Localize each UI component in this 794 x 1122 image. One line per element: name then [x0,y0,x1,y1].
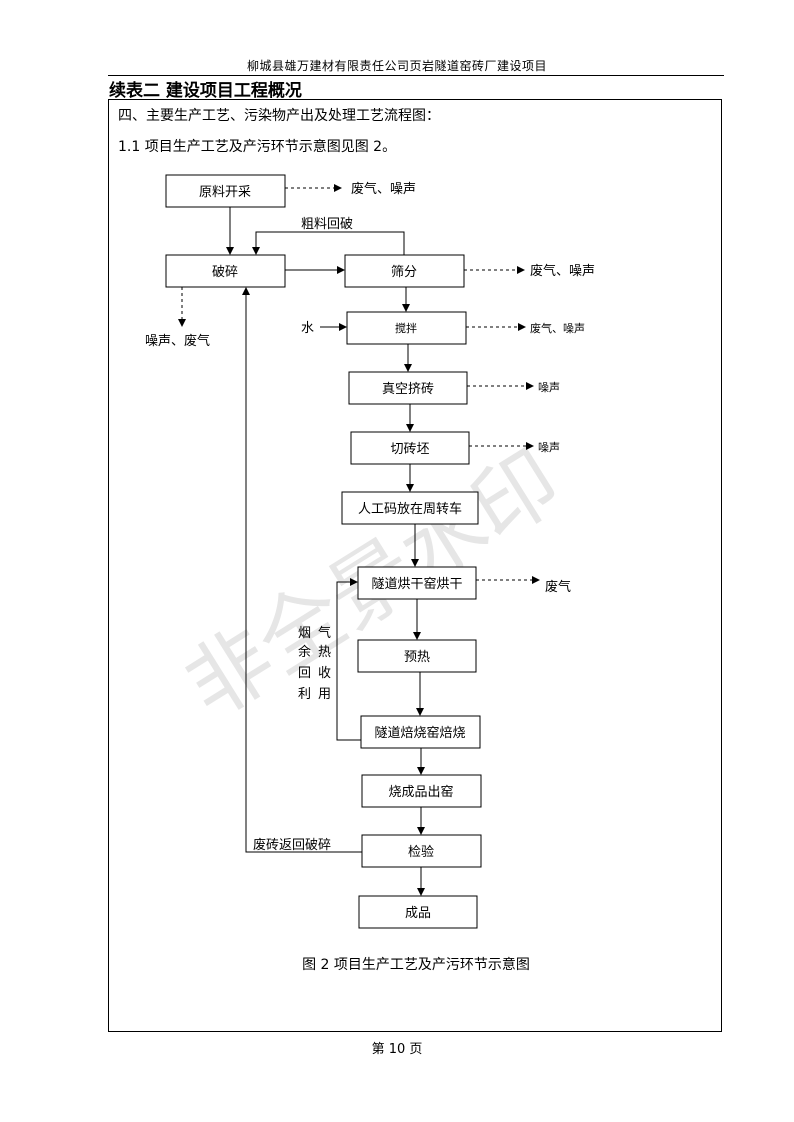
heat-recovery-char: 余 [298,644,311,660]
step-inspection-label: 检验 [408,844,434,860]
arrow-coarse-return [252,231,405,255]
heat-recovery-char: 烟 [298,626,311,641]
heat-recovery-char: 收 [318,666,331,681]
step-crushing-label: 破碎 [212,265,238,280]
step-mixing-box [346,311,467,345]
step-inspection-box [361,834,482,868]
heat-recovery-char: 利 [298,687,311,702]
step-raw-mining-box [165,174,286,208]
step-cutting-label: 切砖坯 [390,442,429,457]
heat-recovery-char: 气 [318,625,331,641]
step-screening-box [344,254,465,288]
water-input-label: 水 [301,321,314,336]
step-preheat-box [357,639,477,673]
heat-recovery-char: 热 [318,645,331,660]
arrow-waste-brick-return [242,287,362,853]
document-header-title: 柳城县雄万建材有限责任公司页岩隧道窑砖厂建设项目 [246,59,547,73]
page-number: 第 10 页 [371,1042,423,1057]
step-screening-label: 筛分 [391,265,417,280]
emission-drying-label: 废气 [545,579,571,595]
step-raw-mining-label: 原料开采 [199,185,251,200]
emission-extrusion-label: 噪声 [538,380,560,394]
step-stacking-label: 人工码放在周转车 [358,501,462,517]
emission-raw-mining-label: 废气、噪声 [351,181,416,197]
waste-return-label: 废砖返回破碎 [253,837,331,853]
content-frame [108,99,722,1032]
step-product-box [358,895,478,929]
step-unloading-box [361,774,482,808]
step-firing-label: 隧道焙烧窑焙烧 [374,725,465,741]
section-title: 续表二 建设项目工程概况 [109,81,302,101]
emission-crushing-label: 噪声、废气 [145,333,210,349]
heat-recovery-char: 用 [318,687,331,702]
coarse-return-label: 粗料回破 [301,217,353,232]
step-extrusion-label: 真空挤砖 [382,382,434,397]
step-cutting-box [350,431,470,465]
step-firing-box [360,715,481,749]
emission-screening-label: 废气、噪声 [530,263,595,279]
emission-mixing-label: 废气、噪声 [530,321,585,335]
step-drying-label: 隧道烘干窑烘干 [371,576,462,592]
step-stacking-box [341,491,479,525]
figure-reference: 1.1 项目生产工艺及产污环节示意图见图 2。 [118,139,397,155]
step-extrusion-box [348,371,468,405]
emission-cutting-label: 噪声 [538,440,560,454]
header-rule [108,75,724,76]
arrow-heat-recovery-loop [336,578,361,741]
step-crushing-box [165,254,286,288]
figure-caption: 图 2 项目生产工艺及产污环节示意图 [302,956,530,973]
step-product-label: 成品 [405,906,431,921]
section-heading: 四、主要生产工艺、污染物产出及处理工艺流程图： [118,108,440,124]
step-mixing-label: 搅拌 [395,321,417,335]
step-preheat-label: 预热 [404,650,430,665]
heat-recovery-char: 回 [298,666,311,681]
step-unloading-label: 烧成品出窑 [388,784,453,800]
